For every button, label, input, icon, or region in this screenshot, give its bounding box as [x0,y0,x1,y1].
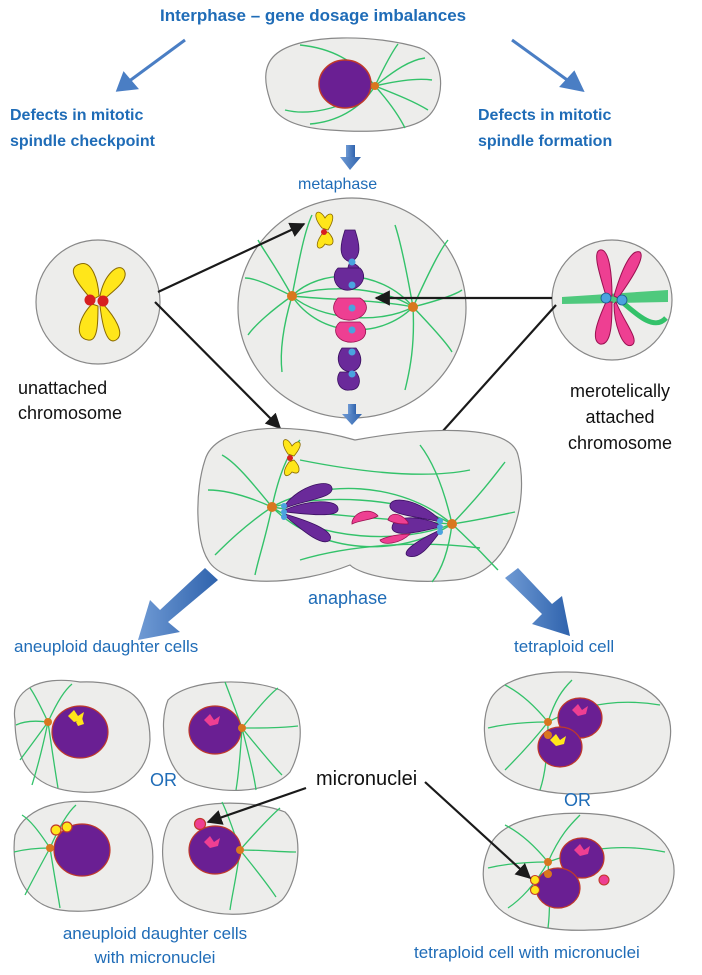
down-arrow-1 [340,145,361,170]
left-branch-label: Defects in mitotic spindle checkpoint [10,103,155,155]
or-right: OR [564,790,591,810]
tetraploid-mn-label: tetraploid cell with micronuclei [414,943,640,962]
big-arrow-right [505,568,570,636]
unattached-inset [35,239,161,365]
purple-chromosomes [333,229,364,391]
left-branch-line-1: Defects in mitotic [10,107,144,124]
tetraploid-cell [483,671,672,795]
merotelic-label: merotelically attached chromosome [540,378,700,456]
right-branch-line-1: Defects in mitotic [478,107,612,124]
right-branch-line-2: spindle formation [478,133,613,150]
interphase-cell [265,37,442,132]
aneuploid-cell-1 [13,679,151,793]
aneuploid-mn-cell-2 [161,801,299,915]
anaphase-kinetochores [281,503,443,535]
aneuploid-mn-line-1: aneuploid daughter cells [62,924,248,943]
aneuploid-mn-cell-1 [13,800,154,912]
centrosome [371,82,379,90]
micronuclei-arrows [206,781,532,880]
micronuclei-label: micronuclei [316,768,418,790]
merotelic-line-1: merotelically [569,381,671,401]
metaphase-label: metaphase [298,176,378,193]
tetraploid-label: tetraploid cell [514,637,615,656]
cell-membrane [197,427,523,582]
merotelic-inset [551,239,673,361]
anaphase-cell [197,427,523,583]
diagram-title: Interphase – gene dosage imbalances [160,6,467,25]
down-arrow-2 [342,404,362,425]
metaphase-cell [237,197,467,419]
tetraploid-mn-cell [482,812,675,931]
merotelic-line-2: attached [585,407,655,427]
unattached-label: unattached chromosome [18,376,122,426]
aneuploid-mn-line-2: with micronuclei [94,948,216,967]
unattached-line-1: unattached [18,378,108,398]
aneuploid-label: aneuploid daughter cells [14,637,199,656]
left-branch-line-2: spindle checkpoint [10,133,155,150]
unattached-line-2: chromosome [18,403,123,423]
branch-arrows [115,38,585,93]
left-chromatid-group [284,483,339,543]
nucleus [318,59,372,109]
unattached-chromosome-yellow [315,211,334,249]
anaphase-label: anaphase [308,588,388,608]
or-left: OR [150,770,177,790]
anaphase-pink [351,510,411,544]
aneuploid-cell-2 [162,681,301,792]
kinetochores [348,258,356,378]
merotelic-line-3: chromosome [567,433,673,453]
anaphase-unattached [282,439,301,476]
big-arrow-left [138,568,218,640]
right-branch-label: Defects in mitotic spindle formation [478,103,612,155]
aneuploid-mn-label: aneuploid daughter cells with micronucle… [20,922,290,970]
